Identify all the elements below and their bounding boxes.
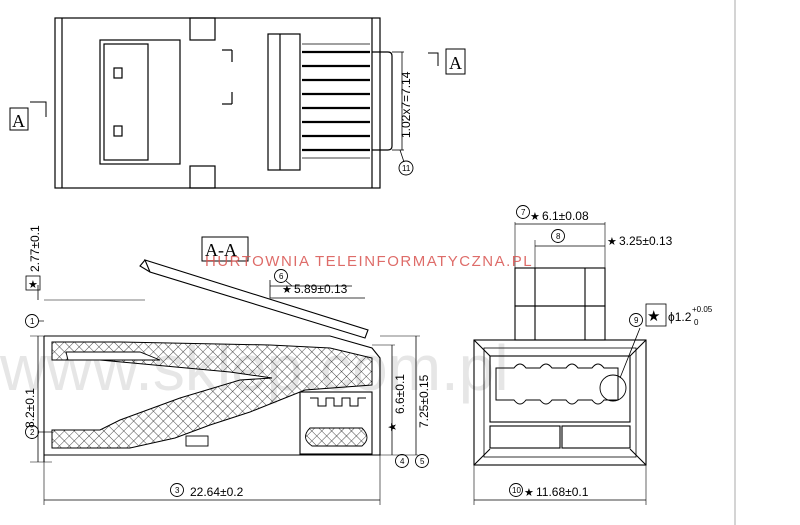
dimension-22-64: 22.64±0.2 [190, 485, 244, 499]
top-view [9, 17, 466, 189]
dimension-3-25: 3.25±0.13 [619, 234, 673, 248]
dimension-5-89: 5.89±0.13 [294, 282, 348, 296]
section-marker-right: A [449, 53, 462, 73]
dimension-2-77: 2.77±0.1 [28, 225, 42, 272]
callout-10: 10 [512, 486, 521, 495]
callout-6: 6 [279, 272, 284, 281]
dimension-8-2: 8.2±0.1 [23, 388, 37, 428]
star-icon: ★ [530, 211, 540, 223]
star-icon: ★ [28, 279, 38, 291]
dimension-7-25: 7.25±0.15 [417, 374, 431, 428]
dimension-6-6: 6.6±0.1 [393, 374, 407, 414]
pitch-dimension: 1.02x7=7.14 [399, 71, 413, 138]
callout-9: 9 [634, 316, 639, 325]
callout-8: 8 [556, 232, 561, 241]
dimension-6-1: 6.1±0.08 [542, 209, 589, 223]
star-icon: ★ [387, 422, 399, 432]
callout-3: 3 [175, 486, 180, 495]
callout-5: 5 [420, 457, 425, 466]
callout-1: 1 [30, 317, 35, 326]
callout-4: 4 [400, 457, 405, 466]
star-icon: ★ [607, 236, 617, 248]
tolerance-zero: 0 [694, 318, 699, 327]
watermark-text: HURTOWNIA TELEINFORMATYCZNA.PL [205, 253, 533, 270]
callout-11: 11 [402, 164, 411, 173]
tolerance-plus: +0.05 [692, 305, 713, 314]
star-icon: ★ [647, 308, 660, 325]
front-view [473, 205, 667, 505]
star-icon: ★ [282, 284, 292, 296]
section-title: A-A [205, 240, 237, 260]
dimension-phi-1-2: ϕ1.2 [668, 310, 692, 324]
star-icon: ★ [524, 487, 534, 499]
dimension-11-68: 11.68±0.1 [536, 485, 589, 499]
section-marker-left: A [12, 111, 25, 131]
callout-2: 2 [30, 428, 35, 437]
callout-7: 7 [521, 208, 526, 217]
section-view [25, 236, 429, 505]
